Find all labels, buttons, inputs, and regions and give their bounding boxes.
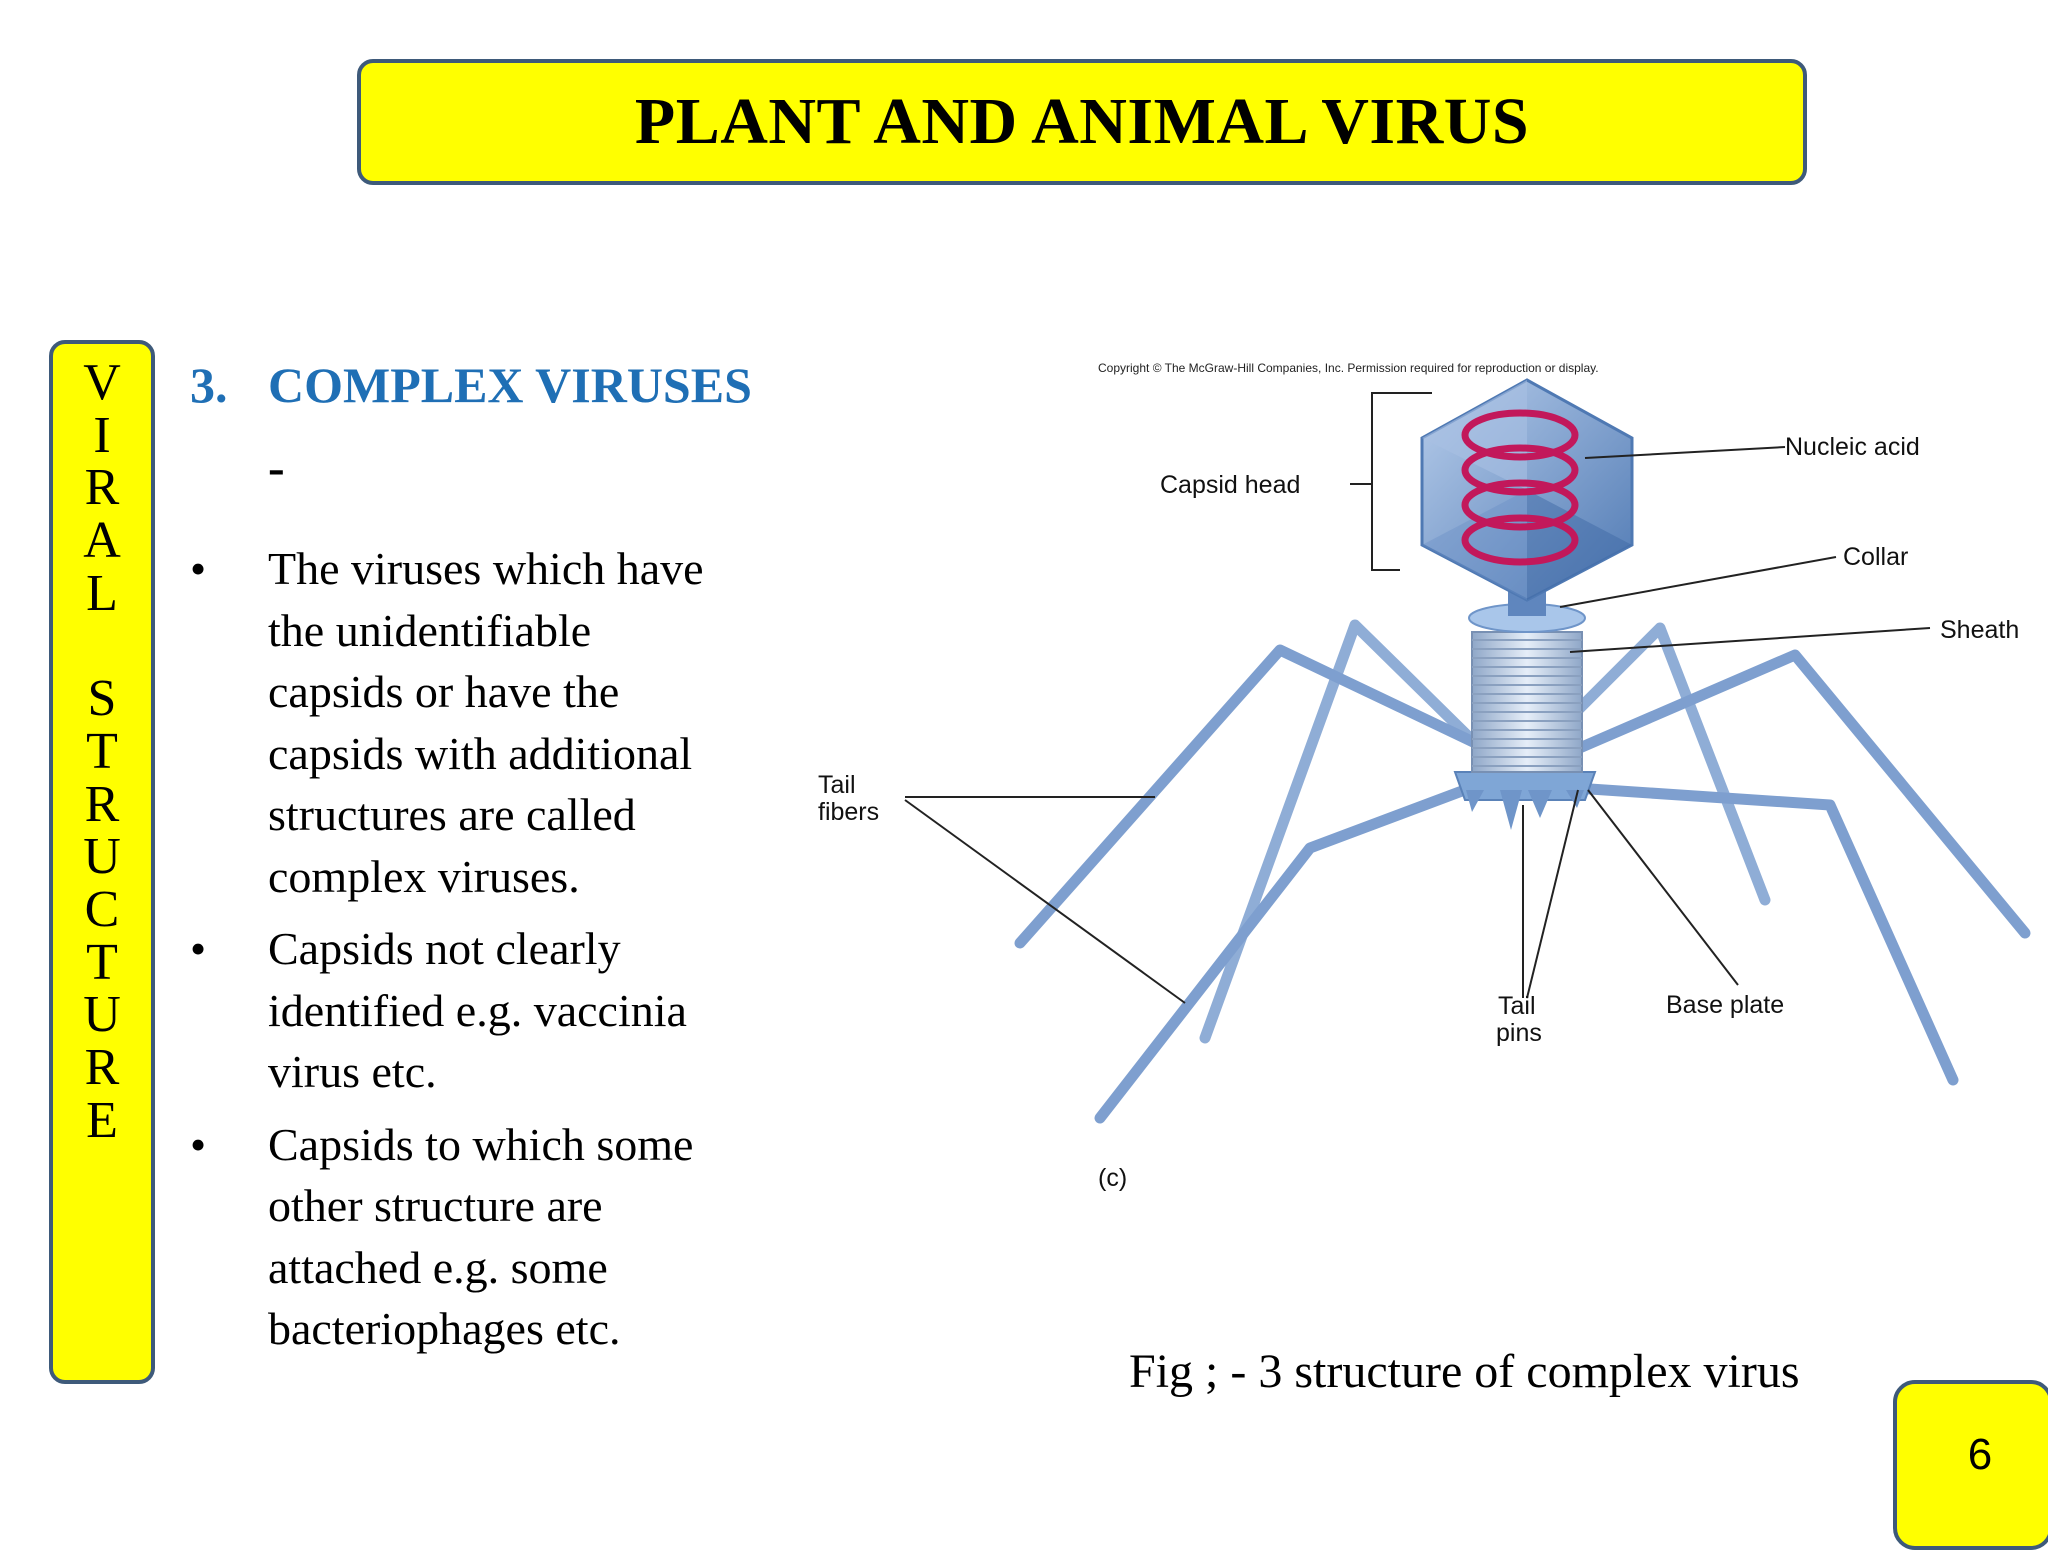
bullet-item: • Capsids to which some other structure ar… [190, 1114, 790, 1360]
side-label-letter: R [84, 1039, 120, 1097]
bullet-text-line: Capsids not clearly [268, 923, 621, 974]
bullet-item: • The viruses which have the unidentifiabl… [190, 538, 790, 907]
base-plate [1453, 771, 1597, 830]
side-label-letter: E [86, 1091, 118, 1149]
page-number-box [1893, 1380, 2048, 1550]
section-title: COMPLEX VIRUSES [268, 357, 752, 413]
bullet-text-line: Capsids to which some [268, 1118, 694, 1170]
label-capsid-head: Capsid head [1160, 471, 1300, 499]
side-label-letter: C [84, 881, 120, 938]
nucleic-acid-coil [1461, 409, 1579, 566]
side-label-letter: T [86, 933, 118, 991]
section-number: 3. [190, 357, 228, 413]
bullet-text-line: other structure are [268, 1180, 603, 1231]
bullet-text-line: the unidentifiable [268, 604, 592, 656]
label-tail-fibers-line1: Tail [818, 771, 856, 799]
side-label-letter: U [83, 828, 121, 886]
tail-fibers [1014, 619, 2031, 1124]
bullet-text-line: complex viruses. [268, 850, 580, 902]
side-label-letter: U [83, 986, 121, 1044]
figure-caption: Fig ; - 3 structure of complex virus [1129, 1345, 1800, 1398]
sheath [1471, 631, 1583, 773]
bullet-text-line: structures are called [268, 789, 636, 840]
bullet-text-line: virus etc. [268, 1046, 437, 1097]
label-tail-fibers-line2: fibers [818, 798, 879, 826]
label-tail-pins-line1: Tail [1498, 992, 1536, 1020]
side-label-letter: V [83, 354, 121, 411]
bullet-text-line: capsids or have the [268, 666, 620, 717]
bullet-list: • The viruses which have the unidentifiabl… [190, 538, 790, 1371]
side-label-letter: R [84, 459, 120, 517]
side-label-letter: L [86, 564, 118, 622]
label-nucleic-acid: Nucleic acid [1785, 433, 1920, 461]
callout-lines [904, 392, 1931, 1004]
bullet-text-line: attached e.g. some [268, 1241, 608, 1293]
side-label-letter: T [86, 722, 118, 780]
side-label-letter: S [87, 670, 117, 728]
bullet-marker: • [190, 1118, 207, 1170]
copyright-notice: Copyright © The McGraw-Hill Companies, I… [1098, 361, 1599, 375]
slide-title: PLANT AND ANIMAL VIRUS [634, 85, 1530, 158]
side-label-letter: I [93, 406, 111, 464]
section-dash: - [268, 439, 285, 495]
label-tail-pins-line2: pins [1496, 1019, 1542, 1047]
section-heading: 3. COMPLEX VIRUSES [190, 356, 752, 414]
label-sheath: Sheath [1940, 616, 2019, 644]
bullet-text-line: bacteriophages etc. [268, 1303, 621, 1354]
bullet-marker: • [190, 543, 207, 594]
side-label-letter: R [84, 775, 120, 833]
bullet-marker: • [190, 923, 207, 974]
bullet-text-line: identified e.g. vaccinia [268, 984, 687, 1036]
page-number: 6 [1967, 1430, 1993, 1479]
label-base-plate: Base plate [1666, 991, 1784, 1019]
side-label-box [49, 340, 155, 1384]
label-collar: Collar [1843, 543, 1908, 571]
title-banner: PLANT AND ANIMAL VIRUS [357, 59, 1807, 185]
label-panel: (c) [1098, 1164, 1127, 1192]
bullet-text-line: capsids with additional [268, 727, 693, 779]
bullet-item: • Capsids not clearly identified e.g. vacc… [190, 918, 790, 1103]
side-label-letter: A [83, 512, 121, 570]
bullet-text-line: The viruses which have [268, 543, 704, 594]
